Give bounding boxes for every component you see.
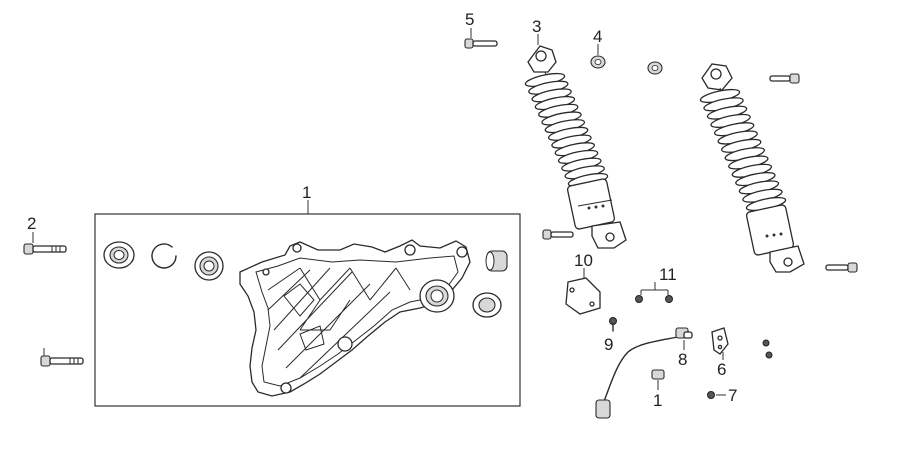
shock-bolt-lower-left (542, 229, 574, 240)
circlip (151, 243, 177, 269)
bracket-screw-b (765, 351, 773, 359)
swing-arm-bolt-upper (23, 243, 67, 255)
callout-8-sensor: 8 (678, 350, 687, 369)
callout-7-screw: 7 (728, 386, 737, 405)
callout-9-screw: 9 (604, 335, 613, 354)
callout-11-screws: 11 (659, 265, 677, 284)
sensor-bracket (711, 327, 729, 355)
screw-7 (707, 391, 726, 399)
oil-seal-ring (103, 241, 135, 269)
callout-5-bolt: 5 (465, 10, 474, 29)
callout-10-cover: 10 (574, 251, 593, 270)
shock-nut-right (647, 61, 663, 75)
bracket-screw-a (762, 339, 770, 347)
bushing-collar (485, 250, 508, 272)
speed-sensor-cable (595, 327, 693, 419)
sensor-clip (651, 369, 665, 380)
shock-nut-left (590, 55, 606, 69)
screw-11a (635, 295, 643, 303)
shock-absorber-left (524, 45, 627, 249)
screw-11b (665, 295, 673, 303)
callout-3-shock: 3 (532, 17, 541, 36)
dust-seal (472, 292, 502, 318)
callout-1-clip: 1 (653, 391, 662, 410)
shock-bolt-upper-left (464, 38, 498, 49)
shock-bolt-upper-right (769, 73, 800, 84)
callout-4-nut: 4 (593, 27, 602, 46)
screw-9 (609, 317, 617, 332)
bearing (194, 251, 224, 281)
callout-2-bolt: 2 (27, 214, 36, 233)
shock-bolt-lower-right (825, 262, 858, 273)
cover-plate (565, 277, 601, 315)
callout-6-bracket: 6 (717, 360, 726, 379)
shock-absorber-right (699, 63, 805, 273)
callout-1-swing-arm: 1 (302, 183, 311, 202)
swing-arm-bolt-lower (40, 355, 84, 367)
swing-arm-casting (239, 239, 471, 397)
